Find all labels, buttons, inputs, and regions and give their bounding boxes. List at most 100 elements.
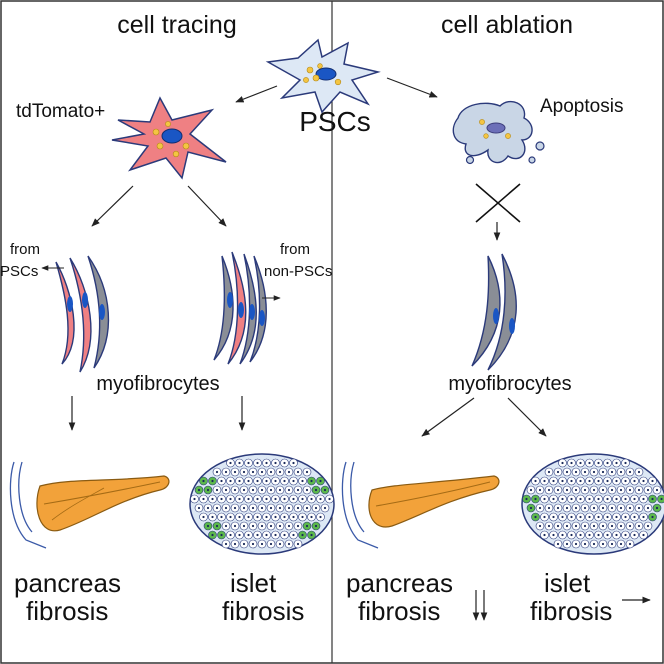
- right-pancreas-fibrosis-line2: fibrosis: [358, 596, 440, 626]
- myofibroblasts-right: [471, 253, 517, 371]
- islet-cell-nucleus: [238, 461, 241, 465]
- islet-cell-nucleus: [583, 542, 587, 546]
- islet-cell-nucleus: [265, 533, 268, 537]
- islet-cell-nucleus: [283, 497, 286, 501]
- islet-cell-nucleus: [615, 533, 618, 537]
- islet-cell-nucleus: [215, 524, 219, 528]
- islet-cell-nucleus: [287, 506, 291, 510]
- left-pancreas-icon: [9, 461, 170, 549]
- islet-cell-nucleus: [646, 488, 650, 492]
- cell-ablation-title: cell ablation: [441, 11, 573, 39]
- islet-cell-nucleus: [597, 515, 600, 519]
- islet-cell-nucleus: [655, 488, 659, 492]
- islet-cell-nucleus: [202, 497, 205, 501]
- islet-cell-nucleus: [328, 497, 331, 501]
- islet-cell-nucleus: [224, 506, 228, 510]
- islet-cell-nucleus: [229, 515, 232, 519]
- islet-cell-nucleus: [642, 479, 645, 483]
- islet-cell-nucleus: [233, 506, 237, 510]
- left-pancreas-fibrosis-line2: fibrosis: [26, 596, 108, 626]
- islet-cell-nucleus: [561, 479, 564, 483]
- islet-cell-nucleus: [296, 542, 300, 546]
- islet-cell-nucleus: [269, 488, 273, 492]
- islet-cell-nucleus: [274, 533, 277, 537]
- islet-cell-nucleus: [211, 479, 214, 483]
- islet-cell-nucleus: [570, 461, 573, 465]
- islet-cell-nucleus: [655, 506, 659, 510]
- right-islet-fibrosis-line2: fibrosis: [530, 596, 612, 626]
- islet-cell-nucleus: [256, 533, 259, 537]
- islet-cell-nucleus: [561, 533, 564, 537]
- islet-cell-nucleus: [565, 524, 569, 528]
- islet-cell-nucleus: [552, 497, 555, 501]
- islet-cell-nucleus: [251, 524, 255, 528]
- islet-cell-nucleus: [610, 470, 614, 474]
- islet-cell-nucleus: [570, 533, 573, 537]
- islet-cell-nucleus: [588, 497, 591, 501]
- islet-cell-nucleus: [274, 497, 277, 501]
- islet-cell-nucleus: [624, 515, 627, 519]
- islet-cell-nucleus: [606, 515, 609, 519]
- islet-cell-nucleus: [615, 461, 618, 465]
- tdtomato-label: tdTomato+: [16, 101, 105, 122]
- islet-cell-nucleus: [619, 542, 623, 546]
- islet-cell-nucleus: [565, 488, 569, 492]
- islet-cell-nucleus: [260, 488, 264, 492]
- islet-cell-nucleus: [610, 542, 614, 546]
- islet-cell-nucleus: [238, 533, 241, 537]
- islet-cell-nucleus: [287, 470, 291, 474]
- islet-cell-nucleus: [642, 515, 645, 519]
- islet-cell-nucleus: [269, 524, 273, 528]
- islet-cell-nucleus: [547, 488, 551, 492]
- islet-cell-nucleus: [637, 488, 641, 492]
- islet-cell-nucleus: [247, 461, 250, 465]
- islet-cell-nucleus: [606, 461, 609, 465]
- islet-cell-nucleus: [534, 497, 537, 501]
- islet-cell-nucleus: [301, 497, 304, 501]
- islet-cell-nucleus: [242, 470, 246, 474]
- islet-cell-nucleus: [202, 515, 205, 519]
- islet-cell-nucleus: [543, 479, 546, 483]
- islet-cell-nucleus: [543, 533, 546, 537]
- islet-cell-nucleus: [296, 524, 300, 528]
- islet-cell-nucleus: [610, 524, 614, 528]
- islet-cell-nucleus: [296, 488, 300, 492]
- islet-cell-nucleus: [269, 470, 273, 474]
- islet-cell-nucleus: [251, 506, 255, 510]
- islet-cell-nucleus: [319, 497, 322, 501]
- islet-cell-nucleus: [206, 488, 210, 492]
- islet-cell-nucleus: [220, 515, 223, 519]
- islet-cell-nucleus: [633, 479, 636, 483]
- islet-cell-nucleus: [628, 488, 632, 492]
- islet-cell-nucleus: [251, 470, 255, 474]
- islet-cell-nucleus: [601, 506, 605, 510]
- islet-cell-nucleus: [588, 533, 591, 537]
- islet-cell-nucleus: [597, 461, 600, 465]
- islet-cell-nucleus: [574, 470, 578, 474]
- islet-cell-nucleus: [283, 515, 286, 519]
- islet-cell-nucleus: [651, 497, 654, 501]
- islet-cell-nucleus: [592, 488, 596, 492]
- islet-cell-nucleus: [633, 497, 636, 501]
- islet-cell-nucleus: [260, 542, 264, 546]
- islet-cell-nucleus: [265, 461, 268, 465]
- islet-cell-nucleus: [628, 506, 632, 510]
- islet-cell-nucleus: [597, 533, 600, 537]
- islet-cell-nucleus: [561, 461, 564, 465]
- islet-cell-nucleus: [642, 497, 645, 501]
- islet-cell-nucleus: [197, 506, 201, 510]
- islet-cell-nucleus: [574, 542, 578, 546]
- islet-cell-nucleus: [310, 497, 313, 501]
- islet-cell-nucleus: [538, 506, 542, 510]
- islet-cell-nucleus: [305, 488, 309, 492]
- islet-cell-nucleus: [624, 479, 627, 483]
- islet-cell-nucleus: [651, 479, 654, 483]
- psc-cell-icon: [265, 38, 381, 114]
- islet-cell-nucleus: [292, 515, 295, 519]
- left-pancreas-fibrosis-line1: pancreas: [14, 568, 121, 598]
- islet-cell-nucleus: [601, 488, 605, 492]
- islet-cell-nucleus: [597, 479, 600, 483]
- islet-cell-nucleus: [628, 542, 632, 546]
- islet-cell-nucleus: [247, 497, 250, 501]
- islet-cell-nucleus: [646, 524, 650, 528]
